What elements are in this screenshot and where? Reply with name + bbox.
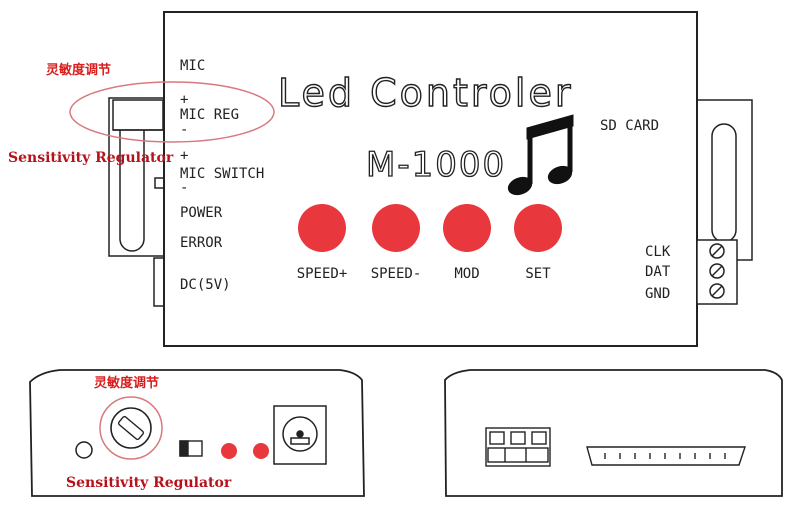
mic-reg-highlight bbox=[69, 81, 275, 143]
speed-plus-label: SPEED+ bbox=[297, 266, 348, 282]
set-button[interactable] bbox=[514, 204, 562, 252]
terminal-clk-label: CLK bbox=[645, 244, 671, 260]
mic-switch-side[interactable] bbox=[179, 440, 203, 457]
screw-terminal-icon bbox=[696, 239, 738, 305]
set-label: SET bbox=[525, 266, 551, 282]
controller-body bbox=[163, 11, 698, 347]
dc-label: DC(5V) bbox=[180, 277, 231, 293]
mic-switch-minus-label: - bbox=[180, 180, 188, 196]
right-mounting-bracket bbox=[696, 99, 753, 261]
mic-switch-plus-label: + bbox=[180, 148, 188, 164]
potentiometer-icon[interactable] bbox=[99, 396, 163, 460]
sd-card-label: SD CARD bbox=[600, 118, 659, 134]
annotation-en-top: Sensitivity Regulator bbox=[8, 150, 174, 166]
speed-minus-button[interactable] bbox=[372, 204, 420, 252]
annotation-en-side: Sensitivity Regulator bbox=[66, 475, 232, 491]
mod-button[interactable] bbox=[443, 204, 491, 252]
annotation-cn-top: 灵敏度调节 bbox=[46, 62, 111, 78]
speed-plus-button[interactable] bbox=[298, 204, 346, 252]
music-note-icon bbox=[507, 114, 574, 196]
mic-switch-label: MIC SWITCH bbox=[180, 166, 264, 182]
mic-reg-minus-label: - bbox=[180, 122, 188, 138]
mic-hole bbox=[75, 441, 93, 459]
power-label: POWER bbox=[180, 205, 223, 221]
left-mounting-bracket bbox=[108, 97, 165, 257]
terminal-dat-label: DAT bbox=[645, 264, 671, 280]
power-led bbox=[221, 443, 237, 459]
mod-label: MOD bbox=[454, 266, 479, 282]
dc-jack-icon[interactable] bbox=[273, 405, 327, 465]
annotation-cn-side: 灵敏度调节 bbox=[94, 375, 159, 391]
speed-minus-label: SPEED- bbox=[371, 266, 422, 282]
device-title: Led Controler bbox=[278, 71, 573, 115]
dc-jack-stub bbox=[153, 257, 165, 307]
output-terminal-block[interactable] bbox=[485, 427, 551, 467]
error-led bbox=[253, 443, 269, 459]
mic-reg-label: MIC REG bbox=[180, 107, 239, 123]
sd-card-slot[interactable] bbox=[586, 446, 746, 466]
mic-label: MIC bbox=[180, 58, 205, 74]
mic-reg-plus-label: + bbox=[180, 92, 188, 108]
terminal-gnd-label: GND bbox=[645, 286, 670, 302]
error-label: ERROR bbox=[180, 235, 223, 251]
device-model: M-1000 bbox=[366, 145, 506, 185]
